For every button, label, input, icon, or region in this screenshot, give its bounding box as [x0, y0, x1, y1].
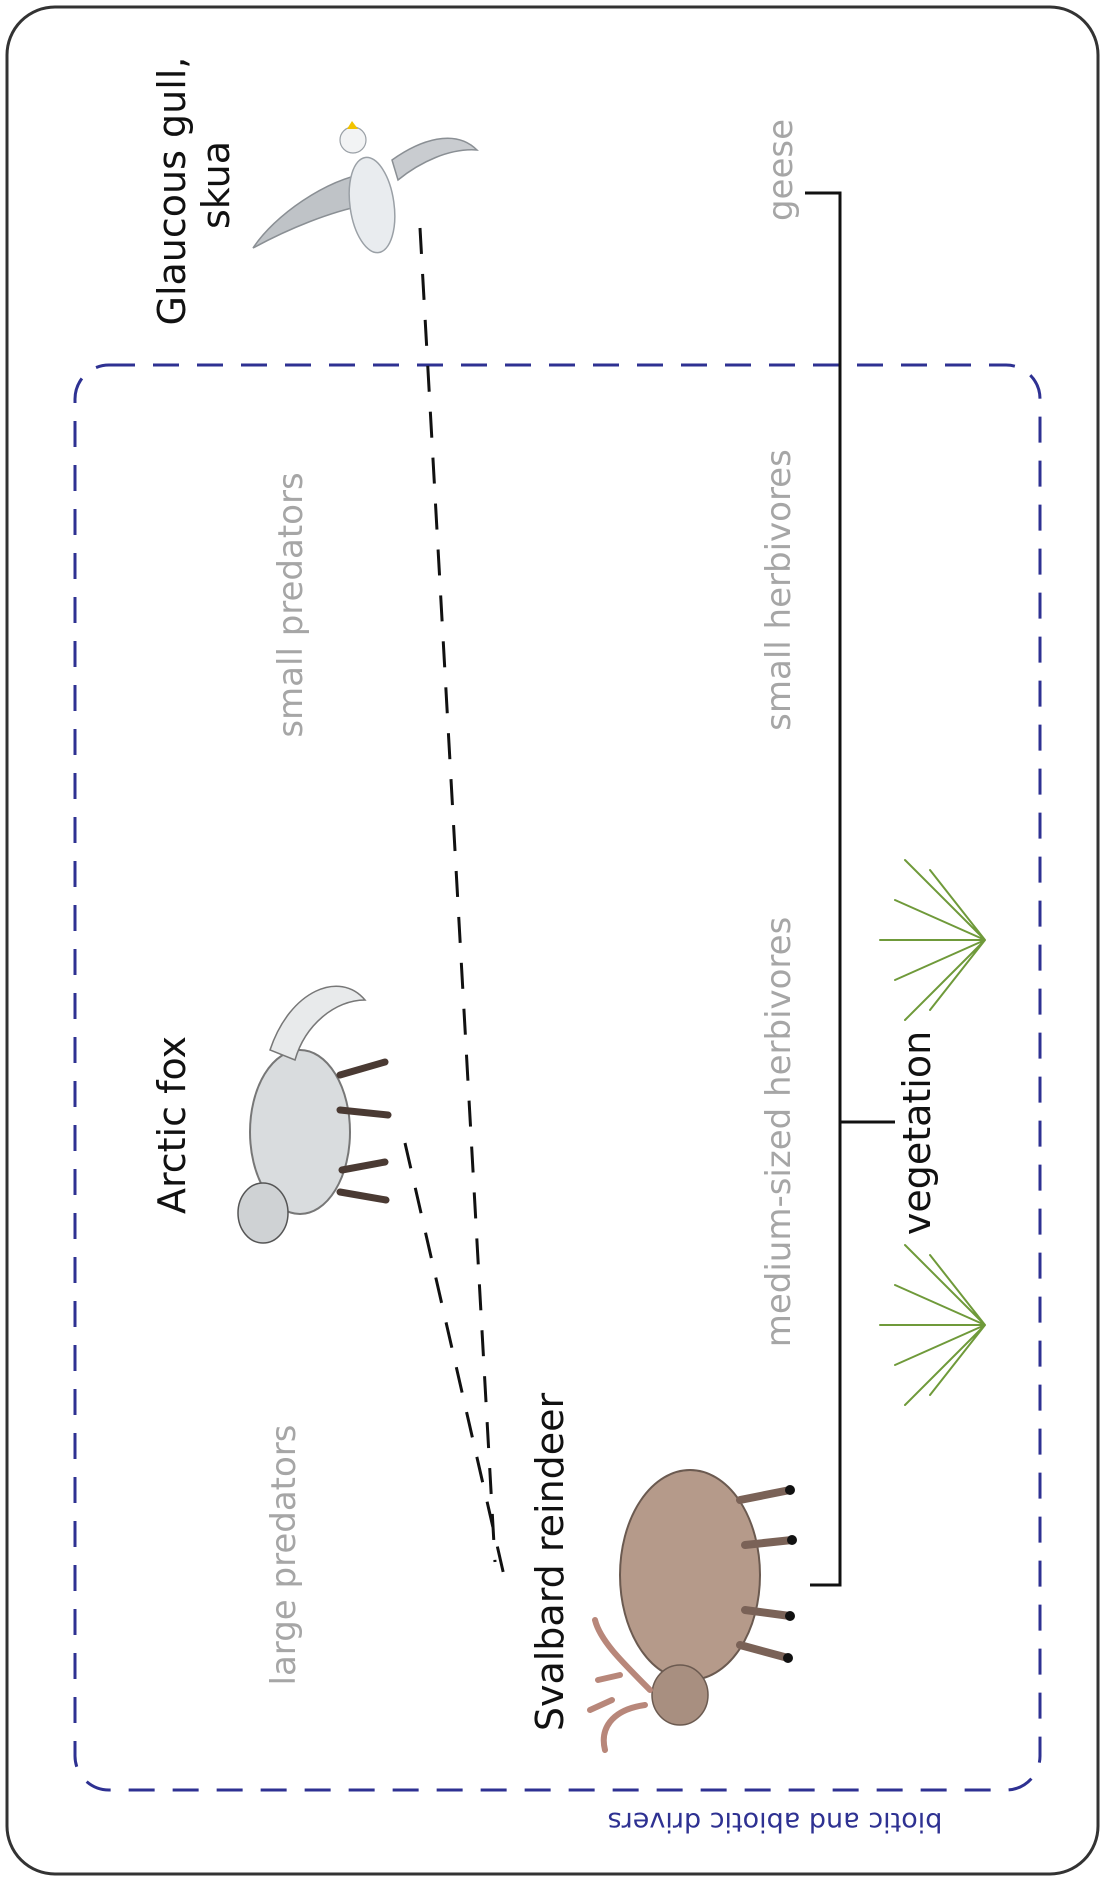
- label-small-predators: small predators: [271, 472, 311, 737]
- label-reindeer: Svalbard reindeer: [528, 1392, 572, 1731]
- label-arctic-fox: Arctic fox: [150, 1036, 194, 1214]
- label-large-predators: large predators: [264, 1425, 304, 1686]
- label-geese: geese: [761, 119, 801, 221]
- label-medium-herbivores: medium-sized herbivores: [759, 917, 799, 1348]
- label-vegetation: vegetation: [895, 1031, 939, 1235]
- label-drivers: biotic and abiotic drivers: [608, 1806, 943, 1837]
- label-small-herbivores: small herbivores: [759, 449, 799, 731]
